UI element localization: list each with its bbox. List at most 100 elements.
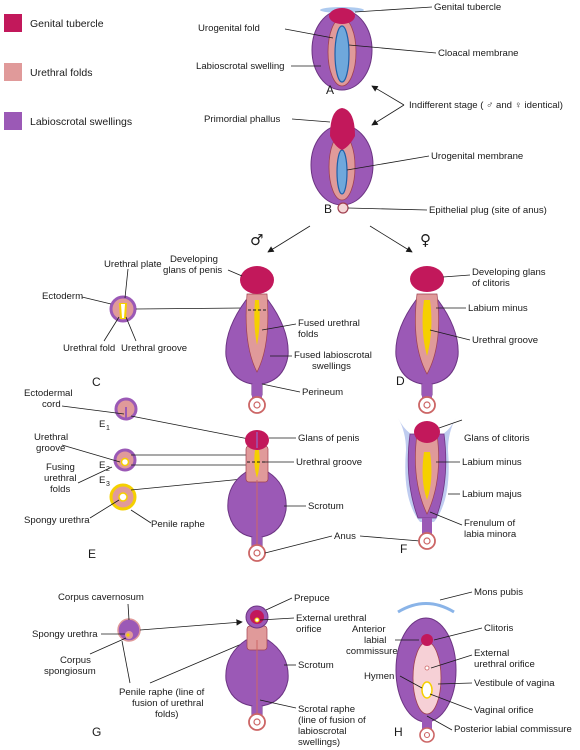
legend-label-labioscrotal-swellings: Labioscrotal swellings (30, 116, 132, 128)
label-penile-raphe-g-3: folds) (155, 709, 178, 720)
label-cloacal-membrane: Cloacal membrane (438, 48, 519, 59)
label-labioscrotal-swelling: Labioscrotal swelling (196, 61, 285, 72)
label-urogenital-membrane: Urogenital membrane (431, 151, 523, 162)
label-indifferent-stage: Indifferent stage ( ♂ and ♀ identical) (409, 100, 563, 111)
label-frenulum-1: Frenulum of (464, 518, 516, 529)
label-ectoderm: Ectoderm (42, 291, 83, 302)
figure-g (225, 605, 289, 731)
label-external-urethral-orifice-h-1: External (474, 648, 509, 659)
label-developing-glans-penis-1: Developing (170, 254, 218, 265)
label-corpus-spongiosum-1: Corpus (60, 655, 91, 666)
label-anus: Anus (334, 531, 356, 542)
label-clitoris: Clitoris (484, 623, 514, 634)
figure-e (227, 430, 287, 562)
label-urogenital-fold: Urogenital fold (198, 23, 260, 34)
label-e2: E (99, 460, 105, 471)
vestibule-h (412, 641, 442, 715)
glans-of-clitoris-f (414, 421, 440, 443)
urogenital-membrane-b (336, 149, 348, 195)
developing-glans-clitoris (410, 266, 444, 292)
mons-pubis (397, 602, 455, 614)
female-symbol: ♀ (420, 231, 431, 249)
urethral-groove-d (422, 300, 432, 356)
hymen-h (421, 681, 433, 699)
label-e1: E (99, 419, 105, 430)
figure-f (398, 418, 456, 550)
label-epithelial-plug: Epithelial plug (site of anus) (429, 205, 547, 216)
clitoris-h (421, 634, 433, 646)
label-scrotum-g: Scrotum (298, 660, 334, 671)
label-scrotum-e: Scrotum (308, 501, 344, 512)
label-fused-urethral-folds-2: folds (298, 329, 318, 340)
label-e3-sub: 3 (106, 481, 110, 488)
label-mons-pubis: Mons pubis (474, 587, 523, 598)
developing-glans-penis (240, 266, 274, 294)
stage-label-g: G (92, 725, 101, 739)
label-e2-sub: 2 (106, 466, 110, 473)
label-developing-glans-clitoris-1: Developing glans (472, 267, 546, 278)
label-scrotal-raphe-3: labioscrotal (298, 726, 347, 737)
figure-d (395, 266, 459, 414)
label-penile-raphe-g-1: Penile raphe (line of (119, 687, 205, 698)
stage-label-e: E (88, 547, 96, 561)
label-urethral-groove-d: Urethral groove (472, 335, 538, 346)
label-scrotal-raphe-2: (line of fusion of (298, 715, 366, 726)
label-primordial-phallus: Primordial phallus (204, 114, 280, 125)
label-anterior-commissure-2: labial (364, 635, 386, 646)
label-spongy-urethra-e: Spongy urethra (24, 515, 90, 526)
stage-label-c: C (92, 375, 101, 389)
label-perineum: Perineum (302, 387, 343, 398)
label-genital-tubercle-a: Genital tubercle (434, 2, 501, 13)
label-vaginal-orifice: Vaginal orifice (474, 705, 534, 716)
label-developing-glans-penis-2: glans of penis (163, 265, 222, 276)
label-anterior-commissure-3: commissure (346, 646, 398, 657)
label-scrotal-raphe-4: swellings) (298, 737, 340, 748)
label-prepuce: Prepuce (294, 593, 330, 604)
label-fused-labioscrotal-2: swellings (312, 361, 351, 372)
figure-c (225, 266, 289, 414)
label-fused-labioscrotal-1: Fused labioscrotal (294, 350, 372, 361)
label-urethral-groove-c: Urethral groove (121, 343, 187, 354)
section-e3 (109, 483, 137, 511)
figure-b (310, 108, 374, 214)
epithelial-plug (337, 202, 349, 214)
legend: Genital tubercle Urethral folds Labioscr… (4, 14, 132, 130)
label-posterior-commissure: Posterior labial commissure (454, 724, 572, 735)
label-fusing-folds-2: urethral (44, 473, 77, 484)
label-frenulum-2: labia minora (464, 529, 517, 540)
label-urethral-groove-e-r: Urethral groove (296, 457, 362, 468)
label-developing-glans-clitoris-2: of clitoris (472, 278, 510, 289)
label-anterior-commissure-1: Anterior (352, 624, 386, 635)
legend-swatch-labioscrotal-swellings (4, 112, 22, 130)
label-corpus-spongiosum-2: spongiosum (44, 666, 96, 677)
label-scrotal-raphe-1: Scrotal raphe (298, 704, 355, 715)
label-hymen: Hymen (364, 671, 394, 682)
label-labium-minus-d: Labium minus (468, 303, 528, 314)
label-penile-raphe-g-2: fusion of urethral (132, 698, 203, 709)
stage-label-a: A (326, 83, 334, 97)
label-glans-of-clitoris-f: Glans of clitoris (464, 433, 530, 444)
label-fusing-folds-1: Fusing (46, 462, 75, 473)
primordial-phallus (330, 108, 355, 150)
label-ectodermal-cord-2: cord (42, 399, 61, 410)
legend-label-urethral-folds: Urethral folds (30, 67, 92, 79)
label-urethral-groove-e-2: groove (36, 443, 65, 454)
genital-tubercle-a (329, 8, 355, 24)
label-labium-minus-f: Labium minus (462, 457, 522, 468)
stage-label-b: B (324, 202, 332, 216)
label-e3: E (99, 475, 105, 486)
label-glans-of-penis-e: Glans of penis (298, 433, 360, 444)
figure-a (311, 7, 373, 91)
section-e2 (113, 448, 137, 472)
stage-label-f: F (400, 542, 407, 556)
label-spongy-urethra-g: Spongy urethra (32, 629, 98, 640)
label-fused-urethral-folds-1: Fused urethral (298, 318, 360, 329)
label-urethral-groove-e-1: Urethral (34, 432, 68, 443)
male-symbol: ♂ (250, 231, 263, 249)
stage-label-h: H (394, 725, 403, 739)
label-external-urethral-orifice-h-2: urethral orifice (474, 659, 535, 670)
label-labium-majus-f: Labium majus (462, 489, 522, 500)
stage-label-d: D (396, 374, 405, 388)
label-ectodermal-cord-1: Ectodermal (24, 388, 73, 399)
